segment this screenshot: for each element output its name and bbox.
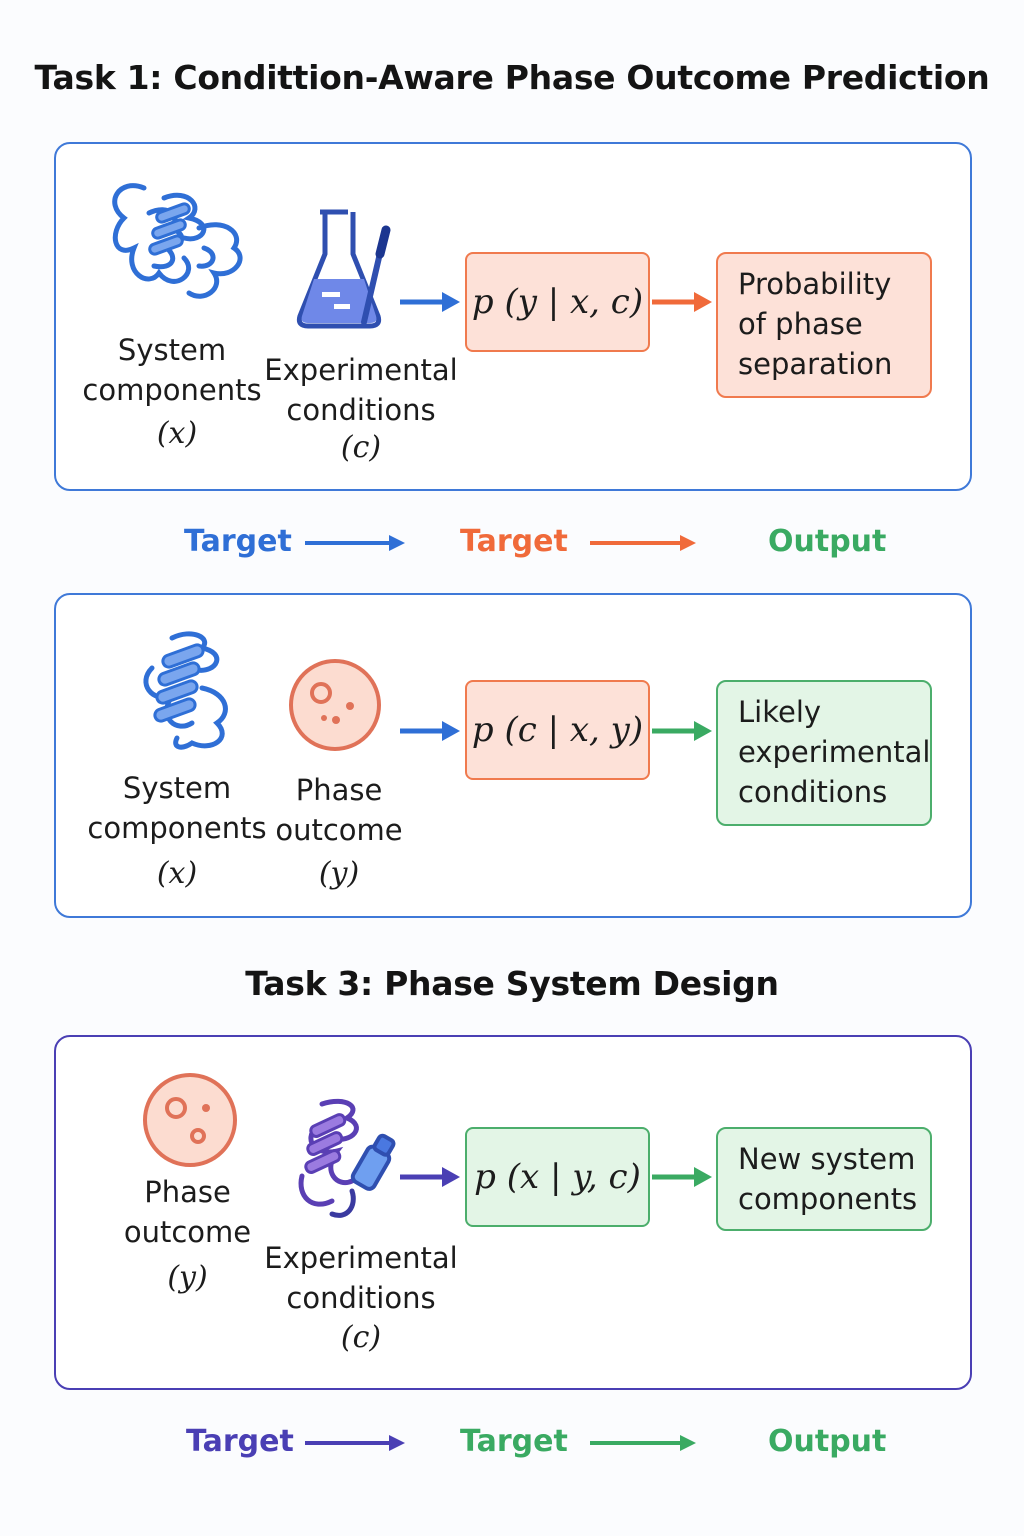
task1-formula-box: p (y | x, c) <box>465 252 650 352</box>
legend2-target2: Target <box>460 1424 568 1459</box>
legend2-output: Output <box>768 1424 887 1459</box>
task2-formula-box: p (c | x, y) <box>465 680 650 780</box>
task1-input1-symbol: (x) <box>156 416 198 451</box>
design-icon <box>298 1098 396 1218</box>
task3-formula-box: p (x | y, c) <box>465 1127 650 1227</box>
legend1-target1: Target <box>184 524 292 559</box>
legend1-target2: Target <box>460 524 568 559</box>
flask-icon <box>296 209 391 329</box>
task3-arrow-in <box>400 1167 460 1187</box>
legend1-output: Output <box>768 524 887 559</box>
task3-arrow-out <box>652 1167 712 1187</box>
task2-arrow-out <box>652 721 712 741</box>
legend2-arrow1 <box>305 1435 405 1451</box>
task1-arrow-out <box>652 292 712 312</box>
legend1-arrow2 <box>590 535 696 551</box>
legend1-arrow1 <box>305 535 405 551</box>
task1-input2-symbol: (c) <box>340 430 382 465</box>
task1-arrow-in <box>400 292 460 312</box>
task1-title: Task 1: Condittion-Aware Phase Outcome P… <box>34 58 990 97</box>
task3-input2-symbol: (c) <box>340 1320 382 1355</box>
legend2-target1: Target <box>186 1424 294 1459</box>
task2-input2-symbol: (y) <box>318 856 360 891</box>
helix-icon <box>143 631 228 750</box>
task2-input1-symbol: (x) <box>156 856 198 891</box>
protein-icon <box>112 183 243 299</box>
task3-title: Task 3: Phase System Design <box>245 964 779 1003</box>
legend2-arrow2 <box>590 1435 696 1451</box>
droplet-icon <box>289 659 381 751</box>
droplet-icon <box>143 1073 237 1167</box>
task2-arrow-in <box>400 721 460 741</box>
task3-input1-symbol: (y) <box>167 1260 208 1295</box>
